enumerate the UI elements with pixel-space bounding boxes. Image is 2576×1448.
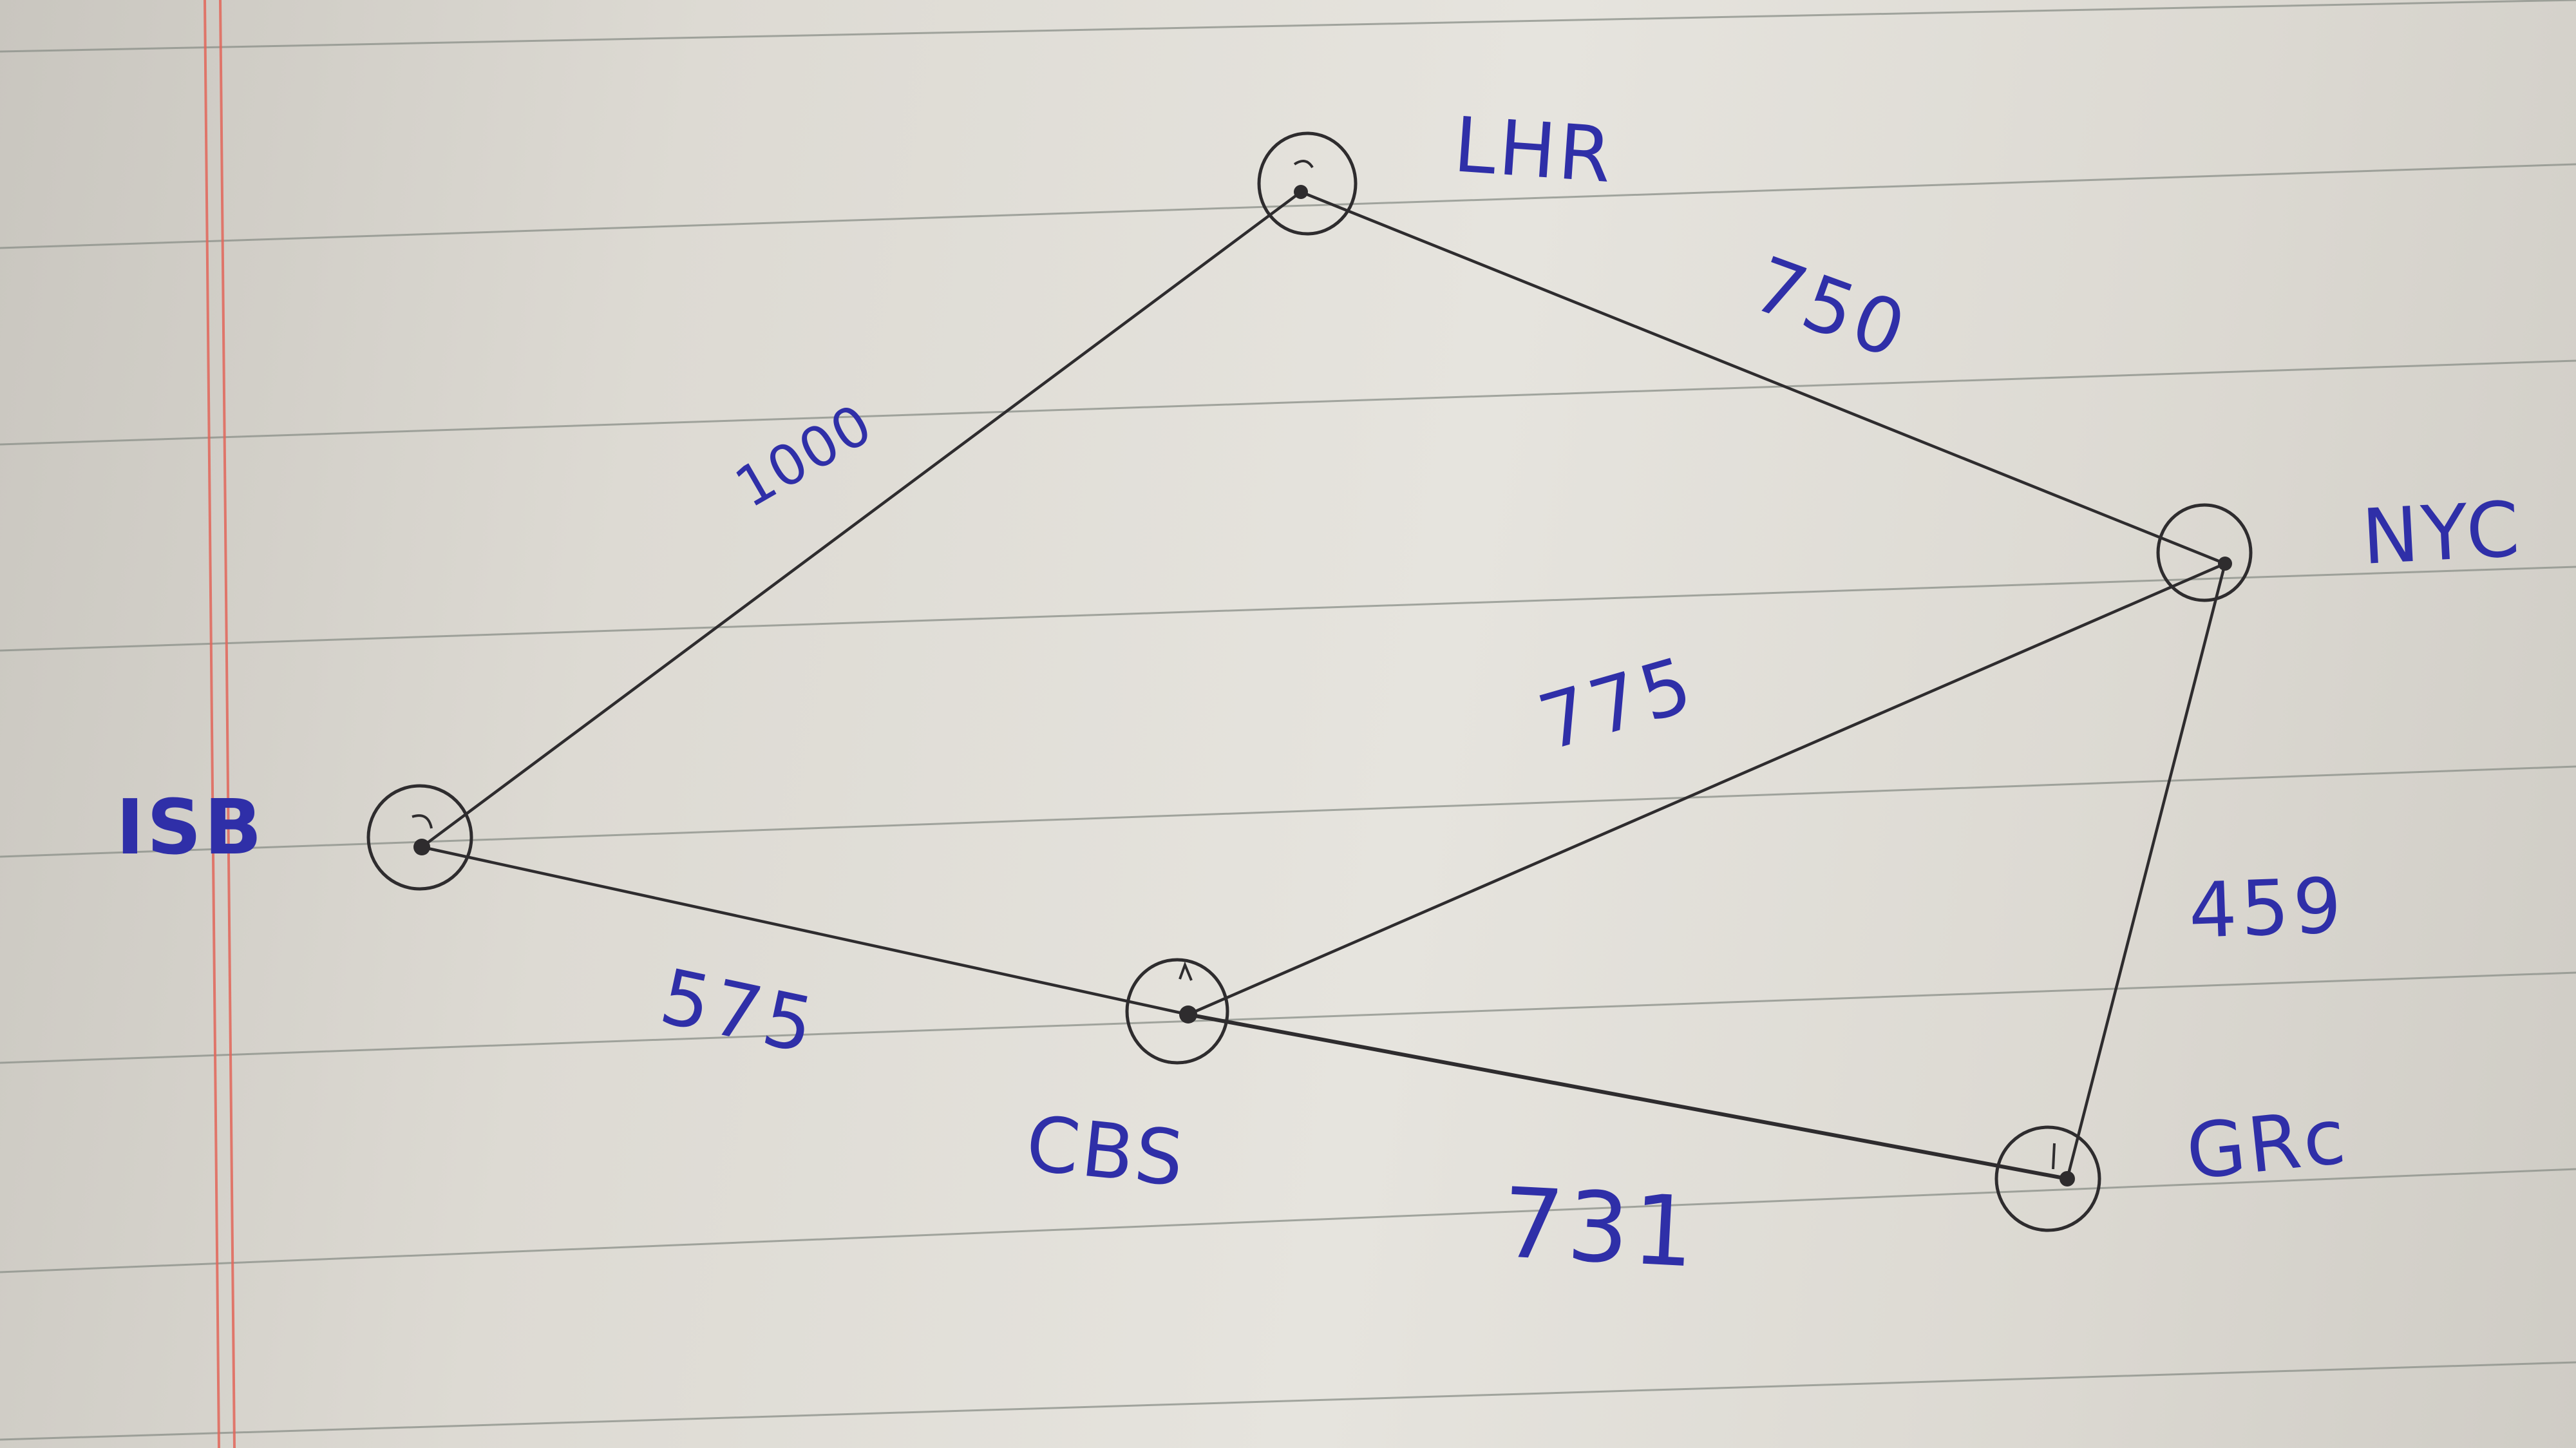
edge-isb-cbs (420, 845, 1190, 1016)
node-lhr (1257, 131, 1358, 236)
edge-weight-isb-lhr: 1000 (725, 392, 884, 520)
edge-cbs-grc (1186, 1013, 2069, 1181)
edge-weight-lhr-nyc: 750 (1742, 240, 1920, 377)
edge-cbs-nyc (1186, 562, 2227, 1016)
node-label-isb: ISB (116, 783, 265, 872)
edge-isb-lhr (420, 190, 1303, 849)
node-label-lhr: LHR (1451, 100, 1616, 200)
node-label-cbs: CBS (1022, 1099, 1190, 1204)
node-label-nyc: NYC (2360, 484, 2524, 582)
edge-weight-cbs-grc: 731 (1499, 1167, 1701, 1290)
margin-lines (204, 0, 236, 1448)
node-grc (1994, 1125, 2101, 1232)
edge-weight-cbs-nyc: 775 (1530, 639, 1705, 768)
edge-weight-nyc-grc: 459 (2187, 861, 2347, 955)
node-cbs (1125, 958, 1229, 1065)
node-label-grc: GRc (2183, 1091, 2352, 1196)
edge-nyc-grc (2065, 562, 2227, 1181)
node-nyc (2156, 503, 2253, 602)
edge-lhr-nyc (1299, 190, 2227, 566)
node-isb (366, 784, 473, 891)
edge-weight-isb-cbs: 575 (653, 951, 825, 1071)
